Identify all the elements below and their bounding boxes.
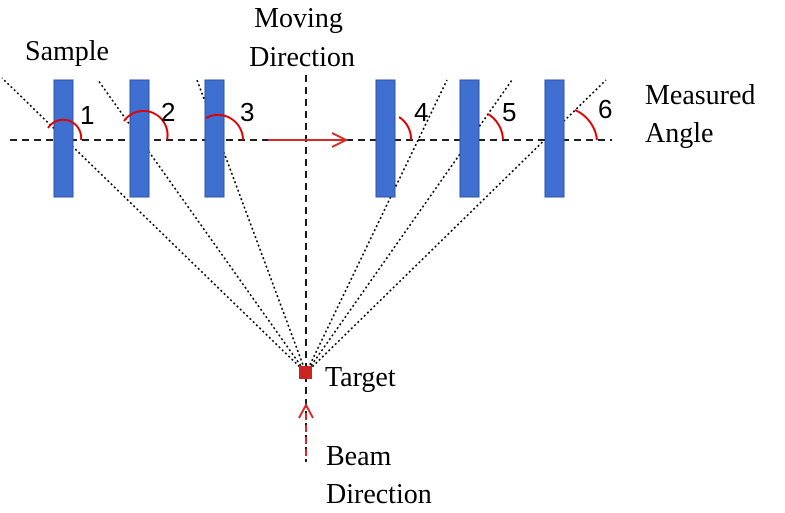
measured-angle-label: Measured Angle bbox=[645, 80, 762, 149]
angle-arc-3 bbox=[205, 113, 245, 141]
sample-rect-6 bbox=[544, 79, 565, 198]
angle-arc-6 bbox=[574, 109, 598, 141]
beam-direction-arrow bbox=[298, 402, 314, 456]
sample-rect-5 bbox=[459, 79, 480, 198]
angle-arc-2 bbox=[123, 109, 169, 141]
sample-label: Sample bbox=[25, 36, 109, 67]
ray-4 bbox=[305, 79, 448, 374]
samples bbox=[53, 79, 565, 198]
position-number-2: 2 bbox=[161, 97, 175, 127]
sample-rect-2 bbox=[129, 79, 150, 198]
ray-2 bbox=[97, 79, 307, 374]
position-number-6: 6 bbox=[598, 94, 612, 124]
beam-direction-line2: Direction bbox=[326, 479, 432, 510]
position-numbers: 1 2 3 4 5 6 bbox=[80, 94, 612, 130]
target-label: Target bbox=[325, 362, 396, 393]
moving-direction-line2: Direction bbox=[249, 42, 355, 73]
target-marker bbox=[299, 366, 312, 379]
moving-direction-label: Moving Direction bbox=[249, 3, 355, 73]
moving-direction-line1: Moving bbox=[254, 3, 343, 34]
sample-rect-1 bbox=[53, 79, 74, 198]
beam-direction-line1: Beam bbox=[326, 441, 392, 472]
position-number-3: 3 bbox=[240, 97, 254, 127]
sample-rect-4 bbox=[375, 79, 396, 198]
angle-arc-5 bbox=[487, 113, 504, 141]
position-number-1: 1 bbox=[80, 100, 94, 130]
measured-angle-line2: Angle bbox=[645, 118, 713, 149]
ray-5 bbox=[305, 79, 513, 374]
angle-arcs bbox=[47, 109, 598, 141]
ray-1 bbox=[1, 77, 307, 374]
beam-direction-label: Beam Direction bbox=[326, 441, 432, 510]
moving-direction-arrow bbox=[268, 132, 349, 148]
angle-arc-1 bbox=[47, 118, 83, 141]
sample-rect-3 bbox=[204, 79, 225, 198]
measured-angle-line1: Measured bbox=[645, 80, 755, 111]
position-number-5: 5 bbox=[502, 97, 516, 127]
angle-arc-4 bbox=[398, 116, 413, 141]
position-number-4: 4 bbox=[414, 97, 428, 127]
